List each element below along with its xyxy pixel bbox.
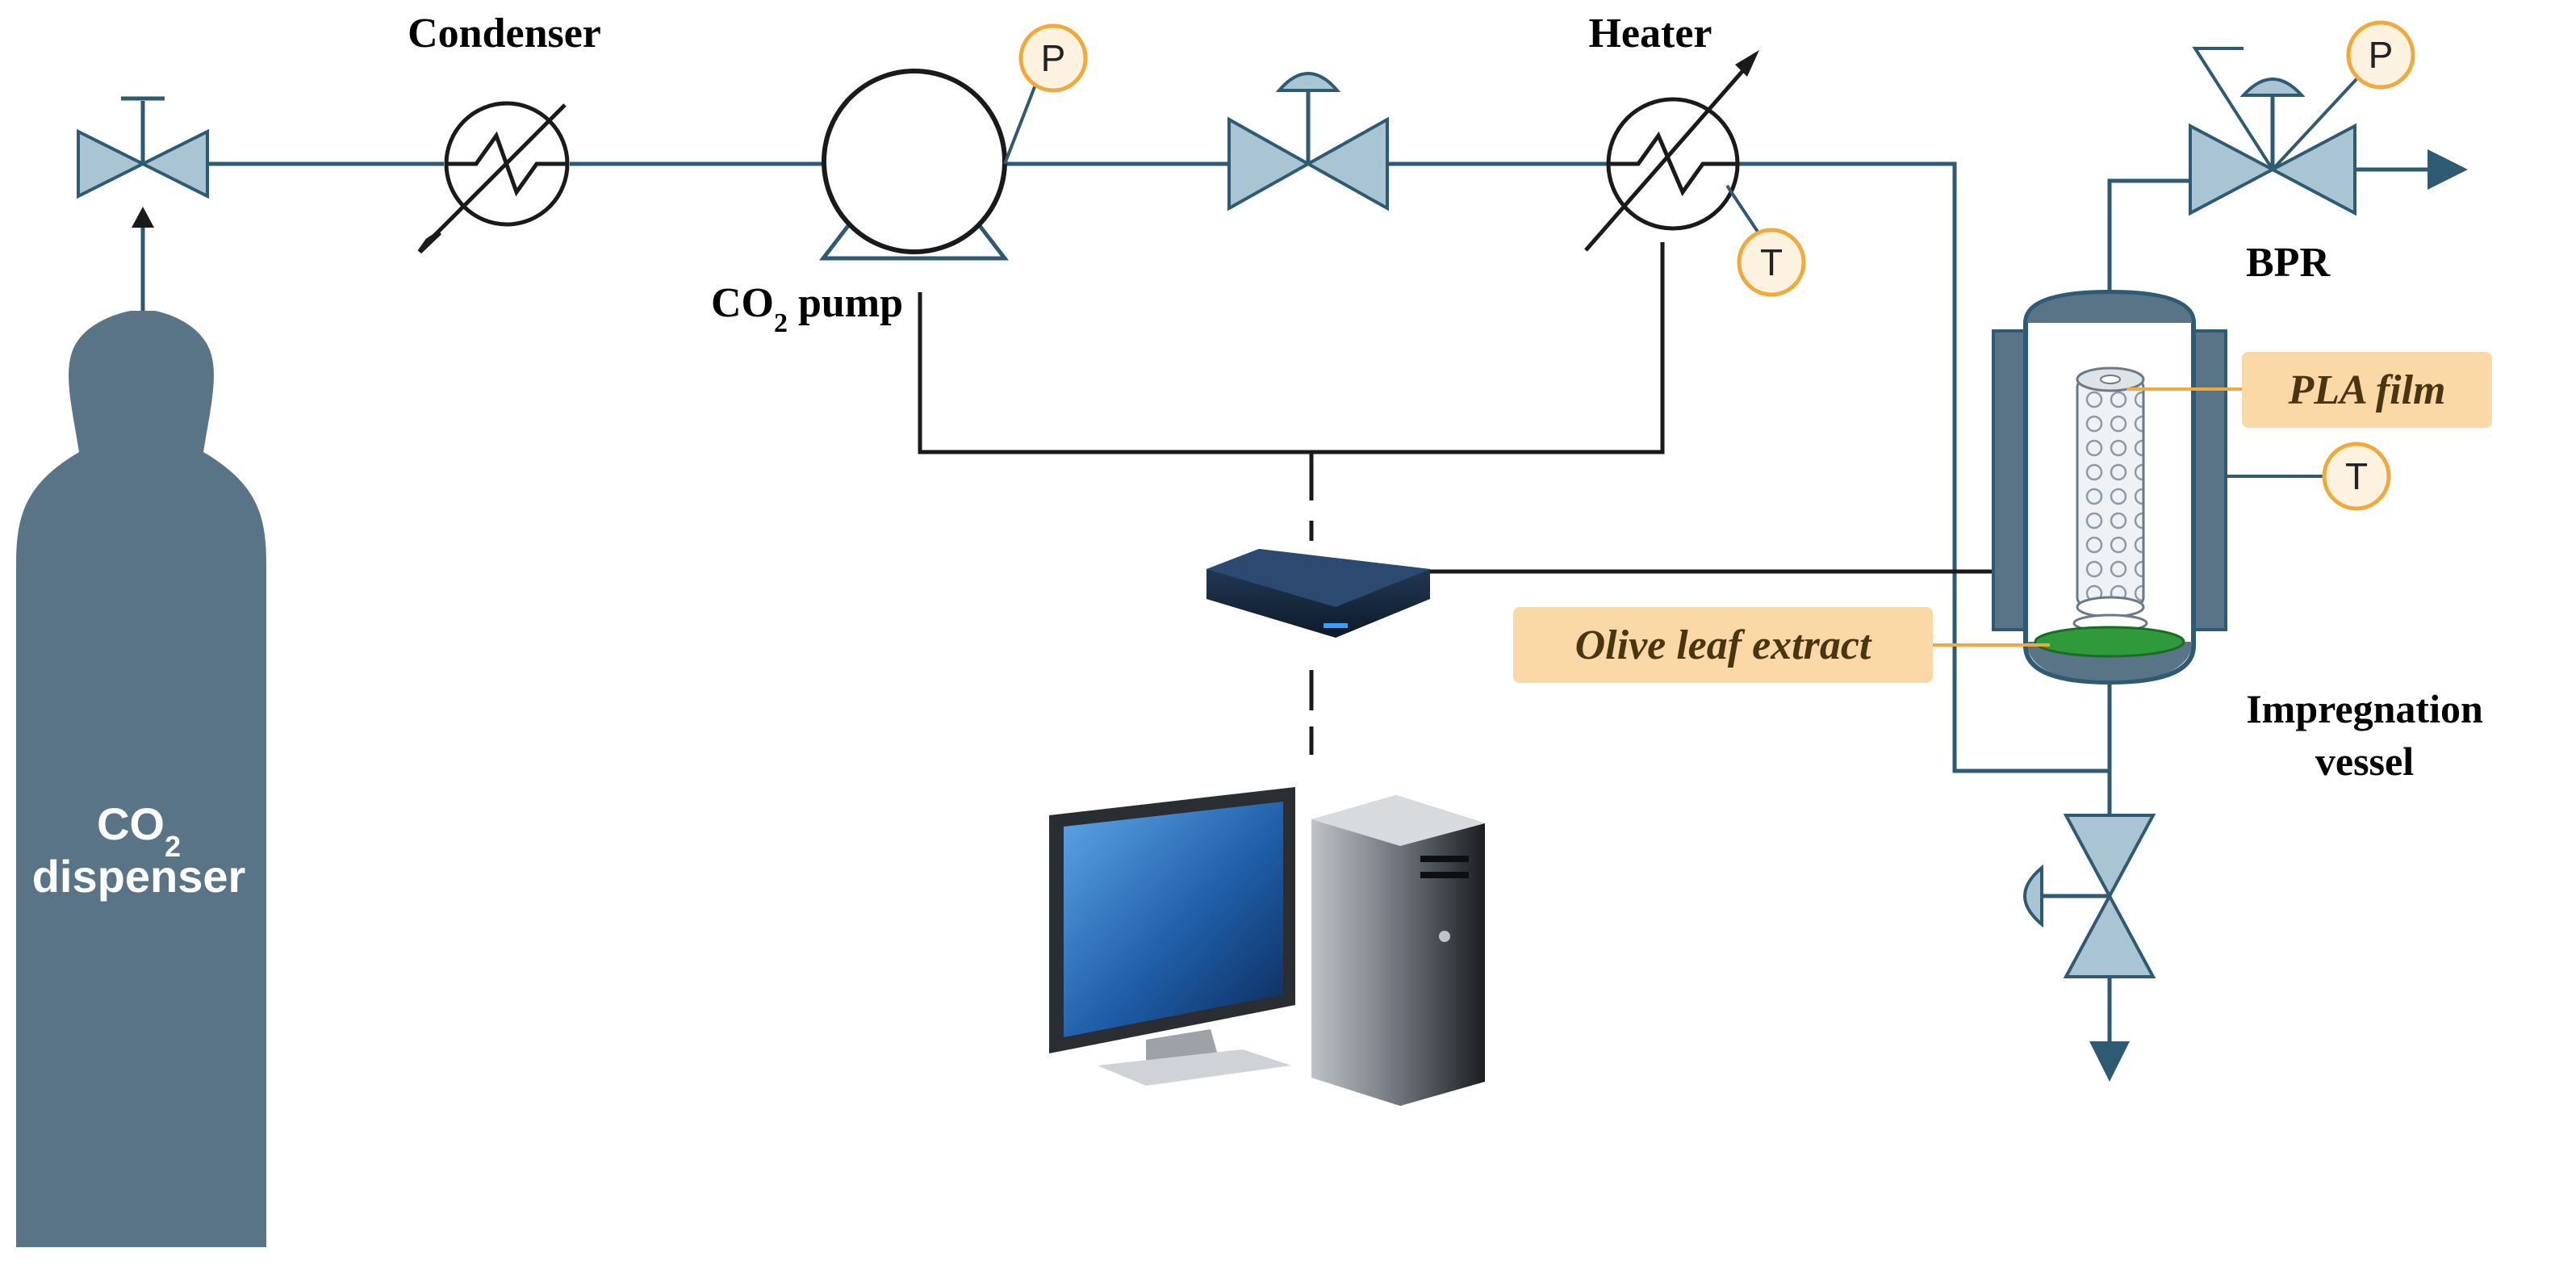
process-lines	[132, 149, 2468, 1082]
co2-pump: CO2 pump P	[711, 23, 1088, 338]
pump-pressure-gauge-label: P	[1041, 37, 1066, 79]
bpr-pressure-gauge-label: P	[2369, 34, 2394, 76]
control-valve[interactable]	[1227, 72, 1389, 211]
condenser-label: Condenser	[408, 10, 601, 57]
pla-film-tag-label: PLA film	[2288, 367, 2446, 413]
condenser-diagonal	[426, 103, 567, 244]
heater: Heater T	[1584, 10, 1806, 297]
bpr-left-icon	[2189, 123, 2277, 216]
basket-top-hole	[2100, 375, 2121, 384]
olive-leaf-extract-pool	[2034, 626, 2185, 658]
controller-box-icon	[1206, 549, 1430, 638]
riser-arrow-icon	[132, 207, 154, 228]
drain-valve-top-icon	[2063, 814, 2156, 900]
vessel-temperature-gauge	[2322, 442, 2391, 511]
signal-wires	[918, 242, 1993, 755]
condenser: Condenser	[408, 10, 601, 254]
drain-valve-bottom-icon	[2063, 892, 2156, 978]
mesh-basket	[2076, 378, 2145, 607]
pump-pressure-gauge	[1018, 23, 1088, 93]
olive-tag-label: Olive leaf extract	[1575, 622, 1872, 668]
vessel-top-cap	[2027, 294, 2192, 323]
pump-label: CO2 pump	[711, 280, 903, 338]
monitor-screen	[1064, 802, 1283, 1037]
bpr-label: BPR	[2246, 240, 2331, 286]
computer-icon	[1049, 787, 1485, 1106]
pump-body	[822, 69, 1007, 254]
vessel-jacket-right	[2192, 329, 2227, 631]
pump-gauge-line	[1003, 80, 1039, 165]
wire-pump-heater	[918, 242, 1665, 454]
pla-film-tag: PLA film	[2126, 352, 2492, 428]
bpr-feedback-line	[2192, 47, 2274, 171]
inlet-valve-right-icon	[139, 128, 209, 199]
cylinder-body	[16, 311, 266, 1247]
tower-power-button-icon	[1439, 931, 1450, 942]
olive-leaf-extract-tag: Olive leaf extract	[1513, 607, 2050, 683]
drain-valve-actuator-icon	[2023, 864, 2043, 928]
control-valve-left-icon	[1227, 116, 1312, 211]
bpr-pressure-gauge	[2346, 20, 2415, 90]
olive-tag-box	[1513, 607, 1933, 683]
dispenser-label-line2: dispenser	[32, 851, 246, 902]
tower-top	[1311, 795, 1485, 846]
basket-bottom	[2076, 596, 2145, 618]
heater-coil-icon	[1608, 131, 1738, 197]
condenser-arrow-icon	[417, 230, 442, 254]
control-valve-actuator-icon	[1275, 72, 1341, 92]
tower-drive-bay-2	[1420, 872, 1469, 878]
pla-film-tag-box	[2242, 352, 2492, 428]
monitor-stand	[1098, 1049, 1291, 1086]
bpr-valve[interactable]: P BPR	[2189, 20, 2415, 286]
inlet-valve[interactable]	[77, 96, 209, 199]
heater-temperature-gauge	[1737, 228, 1806, 297]
heater-label: Heater	[1588, 10, 1712, 57]
heater-temperature-gauge-label: T	[1760, 241, 1783, 283]
vessel-label-line1: Impregnation	[2246, 686, 2483, 731]
drain-valve[interactable]	[2023, 814, 2156, 978]
inlet-valve-left-icon	[77, 128, 147, 199]
co2-cylinder: CO2 dispenser	[16, 311, 266, 1247]
bpr-right-icon	[2269, 123, 2356, 216]
vessel-jacket-left	[1992, 329, 2027, 631]
heater-diagonal	[1584, 61, 1751, 252]
controller-top	[1206, 549, 1430, 607]
tower-drive-bay	[1420, 856, 1469, 862]
pipe-vessel-bpr	[2107, 178, 2190, 292]
heater-arrow-icon	[1735, 50, 1759, 77]
bpr-actuator-icon	[2239, 77, 2306, 97]
vessel-label-line2: vessel	[2315, 739, 2414, 784]
controller-led	[1324, 623, 1348, 628]
heater-gauge-line	[1725, 184, 1761, 236]
pipe-heater-vessel	[1738, 161, 2112, 773]
bpr-gauge-line	[2271, 77, 2358, 171]
control-valve-right-icon	[1304, 116, 1389, 211]
vessel-temperature-gauge-label: T	[2345, 455, 2368, 497]
dispenser-label: CO2	[97, 798, 181, 863]
